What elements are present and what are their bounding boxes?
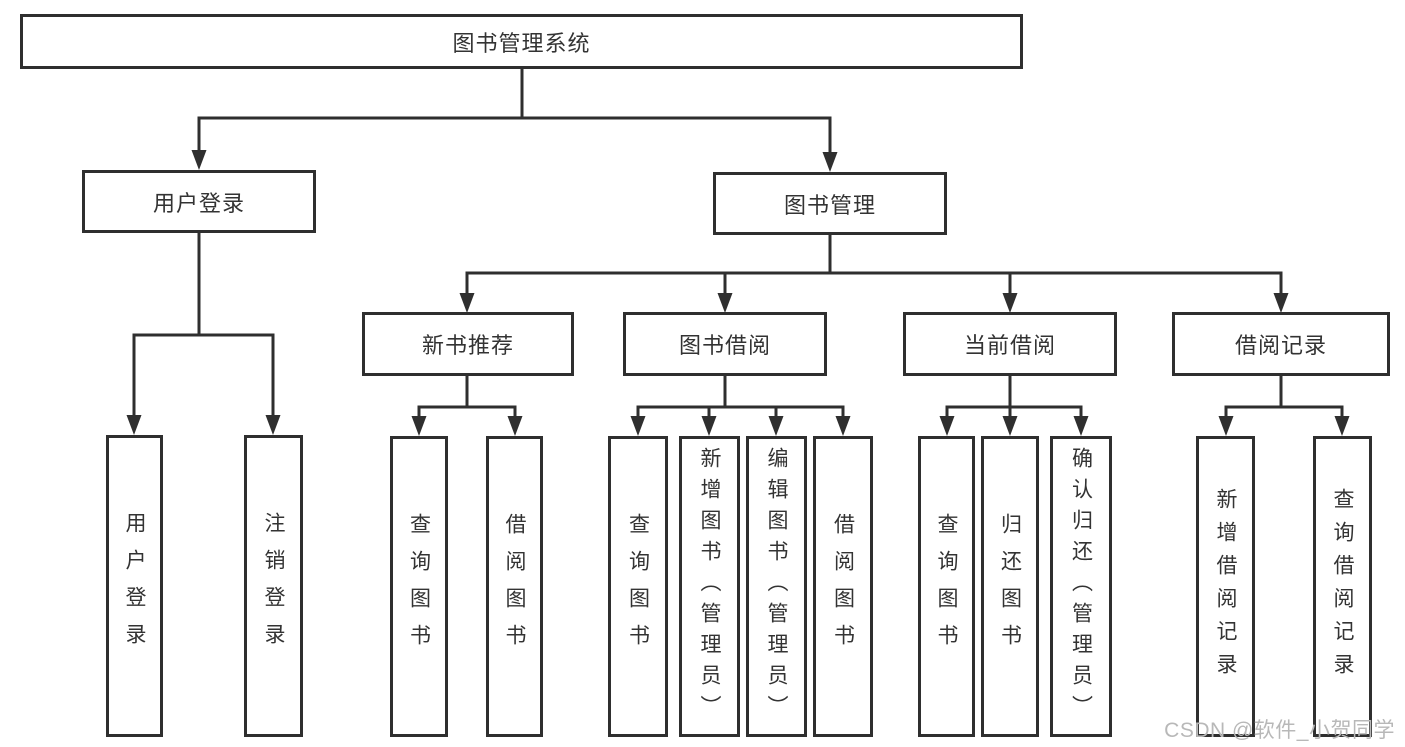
node-leaf-cb-confirm: 确认归还（管理员） [1050, 436, 1112, 737]
arrowhead [939, 416, 955, 436]
arrowhead [507, 416, 523, 436]
node-user-login: 用户登录 [82, 170, 316, 233]
node-leaf-nb-borrow-label: 借阅图书 [503, 512, 526, 661]
arrowhead [459, 293, 475, 313]
node-leaf-bb-add-label: 新增图书（管理员） [698, 447, 721, 726]
watermark-text: CSDN @软件_小贺同学 [1164, 719, 1395, 742]
node-leaf-bb-edit-label: 编辑图书（管理员） [765, 447, 788, 726]
node-leaf-br-query: 查询借阅记录 [1313, 436, 1372, 737]
node-leaf-user-login-label: 用户登录 [123, 512, 146, 660]
node-current-borrow-label: 当前借阅 [963, 333, 1056, 358]
node-leaf-cb-query-label: 查询图书 [935, 512, 958, 661]
arrowhead [265, 415, 281, 435]
node-leaf-nb-query-label: 查询图书 [407, 512, 431, 661]
node-leaf-nb-borrow: 借阅图书 [486, 436, 543, 737]
node-new-books-label: 新书推荐 [421, 333, 514, 358]
node-leaf-bb-edit: 编辑图书（管理员） [746, 436, 807, 737]
node-leaf-cb-confirm-label: 确认归还（管理员） [1069, 447, 1093, 726]
node-leaf-br-query-label: 查询借阅记录 [1331, 487, 1354, 686]
node-root-label: 图书管理系统 [452, 30, 591, 56]
arrowhead [768, 416, 784, 436]
arrowhead [717, 293, 733, 313]
node-book-mgmt-label: 图书管理 [783, 192, 876, 218]
node-leaf-logout-label: 注销登录 [262, 512, 285, 660]
arrowhead [411, 416, 427, 436]
node-leaf-cb-return-label: 归还图书 [998, 512, 1022, 661]
node-leaf-user-login: 用户登录 [106, 435, 163, 737]
arrowhead [1273, 293, 1289, 313]
arrowhead [1334, 416, 1350, 436]
node-leaf-bb-add: 新增图书（管理员） [679, 436, 740, 737]
arrowhead [822, 152, 838, 172]
arrowhead [701, 416, 717, 436]
node-user-login-label: 用户登录 [152, 190, 245, 216]
node-root: 图书管理系统 [20, 14, 1023, 69]
node-leaf-br-add-label: 新增借阅记录 [1214, 487, 1237, 686]
arrowhead [126, 415, 142, 435]
arrowhead [1002, 416, 1018, 436]
node-leaf-nb-query: 查询图书 [390, 436, 448, 737]
node-leaf-cb-query: 查询图书 [918, 436, 975, 737]
node-leaf-bb-borrow-label: 借阅图书 [831, 512, 855, 661]
node-leaf-bb-borrow: 借阅图书 [813, 436, 873, 737]
arrowhead [191, 150, 207, 170]
node-leaf-br-add: 新增借阅记录 [1196, 436, 1255, 737]
arrowhead [1002, 293, 1018, 313]
node-book-mgmt: 图书管理 [713, 172, 947, 235]
node-leaf-cb-return: 归还图书 [981, 436, 1039, 737]
node-borrow-records: 借阅记录 [1172, 312, 1390, 376]
arrowhead [1218, 416, 1234, 436]
node-leaf-logout: 注销登录 [244, 435, 303, 737]
arrowhead [630, 416, 646, 436]
node-book-borrow: 图书借阅 [623, 312, 827, 376]
node-book-borrow-label: 图书借阅 [678, 333, 771, 358]
node-leaf-bb-query-label: 查询图书 [626, 512, 650, 661]
arrowhead [835, 416, 851, 436]
node-leaf-bb-query: 查询图书 [608, 436, 668, 737]
node-new-books: 新书推荐 [362, 312, 574, 376]
node-borrow-records-label: 借阅记录 [1234, 333, 1327, 358]
arrowhead [1073, 416, 1089, 436]
node-current-borrow: 当前借阅 [903, 312, 1117, 376]
